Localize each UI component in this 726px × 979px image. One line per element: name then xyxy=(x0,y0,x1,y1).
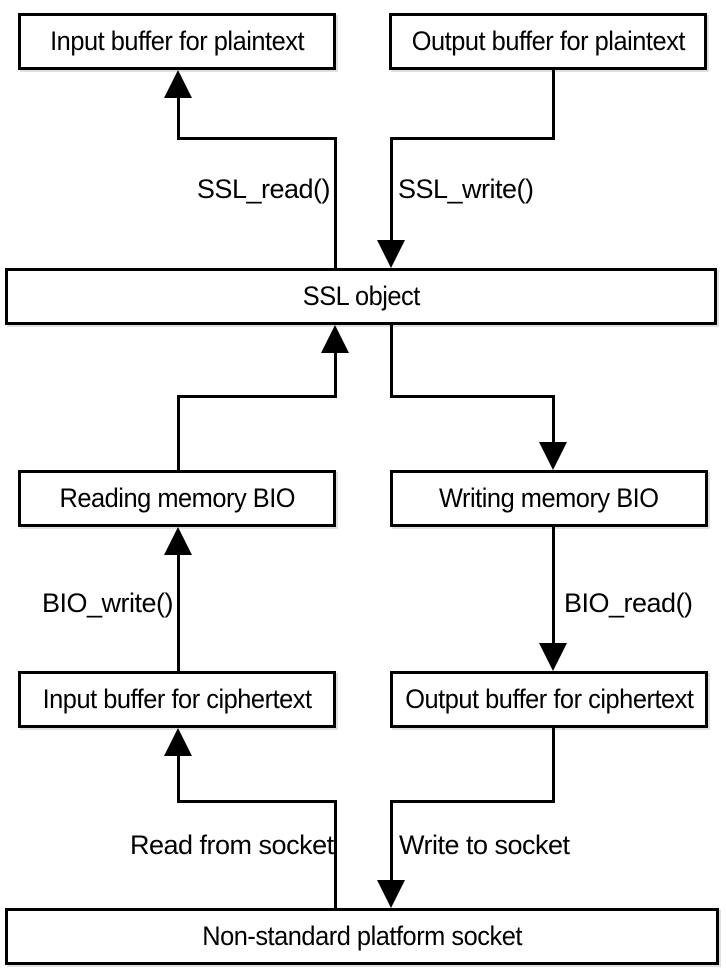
box-output-ciphertext: Output buffer for ciphertext xyxy=(390,671,708,728)
connector-segment xyxy=(390,137,555,140)
arrowhead-up-icon xyxy=(321,325,349,353)
connector-segment xyxy=(390,395,555,398)
connector-segment xyxy=(177,753,180,803)
connector-segment xyxy=(177,137,337,140)
box-output-plaintext-label: Output buffer for plaintext xyxy=(411,26,685,56)
edge-label-bio-write: BIO_write() xyxy=(42,588,174,618)
arrowhead-down-icon xyxy=(539,442,567,470)
connector-segment xyxy=(177,800,337,803)
connector-segment xyxy=(552,728,555,803)
box-ssl-object: SSL object xyxy=(5,268,717,325)
edge-label-read-from-socket: Read from socket xyxy=(130,830,334,860)
arrowhead-down-icon xyxy=(377,240,405,268)
box-input-ciphertext-label: Input buffer for ciphertext xyxy=(42,684,312,714)
edge-label-ssl-write: SSL_write() xyxy=(398,174,534,204)
arrowhead-up-icon xyxy=(164,527,192,555)
box-output-ciphertext-label: Output buffer for ciphertext xyxy=(404,684,694,714)
box-output-plaintext: Output buffer for plaintext xyxy=(389,13,707,70)
box-ssl-object-label: SSL object xyxy=(302,281,420,311)
box-reading-memory-bio-label: Reading memory BIO xyxy=(59,483,295,513)
edge-label-ssl-read: SSL_read() xyxy=(196,174,331,204)
box-reading-memory-bio: Reading memory BIO xyxy=(18,470,336,527)
arrowhead-up-icon xyxy=(164,70,192,98)
box-writing-memory-bio-label: Writing memory BIO xyxy=(439,483,659,513)
connector-segment xyxy=(177,95,180,140)
connector-segment xyxy=(390,137,393,244)
box-platform-socket: Non-standard platform socket xyxy=(5,908,719,965)
box-input-plaintext-label: Input buffer for plaintext xyxy=(50,26,304,56)
connector-segment xyxy=(334,800,337,908)
box-writing-memory-bio: Writing memory BIO xyxy=(390,470,708,527)
connector-segment xyxy=(177,395,337,398)
connector-segment xyxy=(177,552,180,671)
connector-segment xyxy=(177,395,180,470)
edge-label-write-to-socket: Write to socket xyxy=(399,830,570,860)
arrowhead-up-icon xyxy=(164,728,192,756)
connector-segment xyxy=(552,70,555,140)
edge-label-bio-read: BIO_read() xyxy=(564,588,693,618)
connector-segment xyxy=(334,137,337,268)
connector-segment xyxy=(552,395,555,445)
arrowhead-down-icon xyxy=(539,643,567,671)
connector-segment xyxy=(552,527,555,646)
arrowhead-down-icon xyxy=(377,880,405,908)
connector-segment xyxy=(334,350,337,398)
box-platform-socket-label: Non-standard platform socket xyxy=(202,921,522,951)
connector-segment xyxy=(390,800,393,882)
connector-segment xyxy=(390,325,393,398)
box-input-plaintext: Input buffer for plaintext xyxy=(18,13,336,70)
box-input-ciphertext: Input buffer for ciphertext xyxy=(18,671,336,728)
connector-segment xyxy=(390,800,555,803)
